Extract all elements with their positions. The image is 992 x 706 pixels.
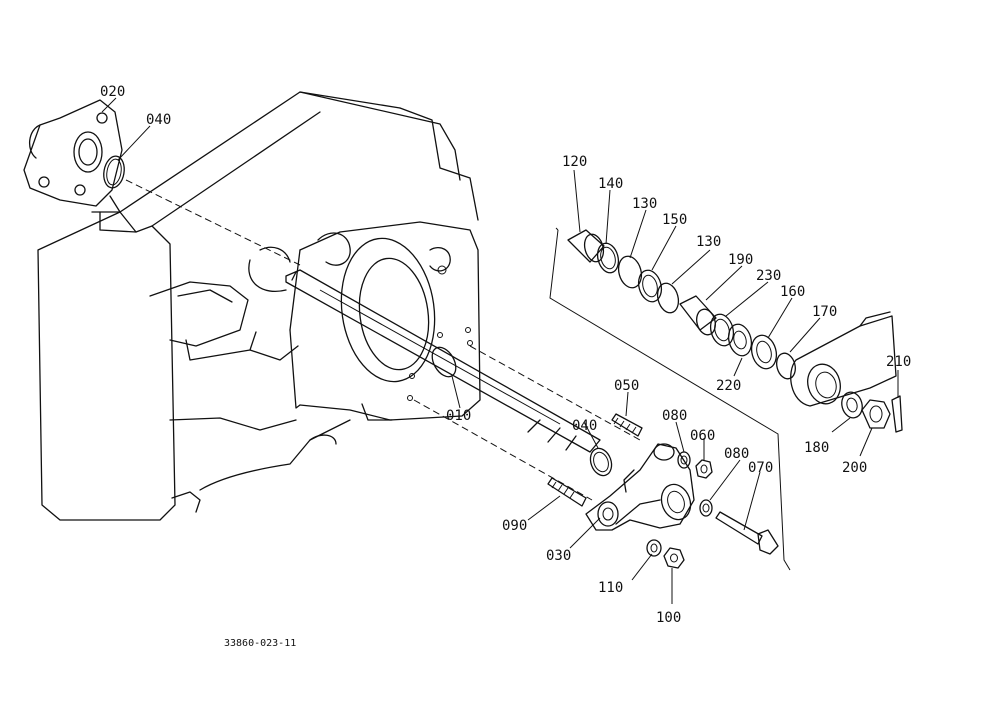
callout-010: 010 bbox=[446, 408, 471, 424]
part-bolt-070 bbox=[715, 511, 779, 555]
callout-080-lower: 080 bbox=[724, 446, 749, 462]
callout-100: 100 bbox=[656, 610, 681, 626]
callout-190: 190 bbox=[728, 252, 753, 268]
leader-lines bbox=[101, 97, 899, 604]
part-ring-140 bbox=[596, 242, 620, 274]
part-bearing-120 bbox=[567, 229, 605, 263]
part-pin-210 bbox=[891, 395, 903, 433]
callout-230: 230 bbox=[756, 268, 781, 284]
part-seal-230 bbox=[709, 313, 735, 347]
callout-130-first: 130 bbox=[632, 196, 657, 212]
part-o-ring-lower bbox=[589, 447, 613, 477]
callout-200: 200 bbox=[842, 460, 867, 476]
part-bearing-150 bbox=[637, 269, 663, 303]
callout-030: 030 bbox=[546, 548, 571, 564]
callout-labels: 020 040 120 140 130 150 130 190 230 160 … bbox=[100, 84, 911, 649]
part-washer-080b bbox=[699, 499, 713, 517]
drawing-number: 33860-023-11 bbox=[224, 638, 296, 649]
callout-110: 110 bbox=[598, 580, 623, 596]
callout-160: 160 bbox=[780, 284, 805, 300]
part-snap-ring-130a bbox=[617, 255, 643, 289]
callout-020: 020 bbox=[100, 84, 125, 100]
callout-140: 140 bbox=[598, 176, 623, 192]
callout-040-lower: 040 bbox=[572, 418, 597, 434]
callout-060: 060 bbox=[690, 428, 715, 444]
kit-outline bbox=[549, 227, 791, 571]
part-ring-170 bbox=[776, 352, 796, 380]
callout-130-second: 130 bbox=[696, 234, 721, 250]
part-nut-200 bbox=[861, 399, 891, 429]
callout-220: 220 bbox=[716, 378, 741, 394]
part-washer-180 bbox=[841, 391, 863, 419]
part-nut-060 bbox=[695, 459, 713, 479]
part-arm-end bbox=[790, 311, 897, 407]
callout-080-upper: 080 bbox=[662, 408, 687, 424]
callout-070: 070 bbox=[748, 460, 773, 476]
part-nut-110 bbox=[646, 539, 662, 557]
callout-170: 170 bbox=[812, 304, 837, 320]
transmission-case bbox=[37, 91, 481, 521]
callout-210: 210 bbox=[886, 354, 911, 370]
part-o-ring-top bbox=[103, 155, 125, 189]
callout-040-top: 040 bbox=[146, 112, 171, 128]
part-stud-050 bbox=[611, 413, 643, 437]
callout-090: 090 bbox=[502, 518, 527, 534]
part-bearing-160 bbox=[750, 334, 778, 370]
callout-120: 120 bbox=[562, 154, 587, 170]
part-collar-190 bbox=[679, 295, 717, 336]
assembly-lines bbox=[125, 179, 641, 501]
part-snap-ring-130b bbox=[656, 282, 680, 314]
part-shaft bbox=[285, 269, 601, 453]
callout-050: 050 bbox=[614, 378, 639, 394]
callout-150: 150 bbox=[662, 212, 687, 228]
part-washer-220 bbox=[727, 323, 753, 357]
callout-180: 180 bbox=[804, 440, 829, 456]
part-flange-cover bbox=[23, 99, 123, 207]
part-nut-100 bbox=[663, 547, 685, 569]
part-stud-090 bbox=[547, 477, 587, 507]
part-bracket bbox=[585, 443, 695, 531]
